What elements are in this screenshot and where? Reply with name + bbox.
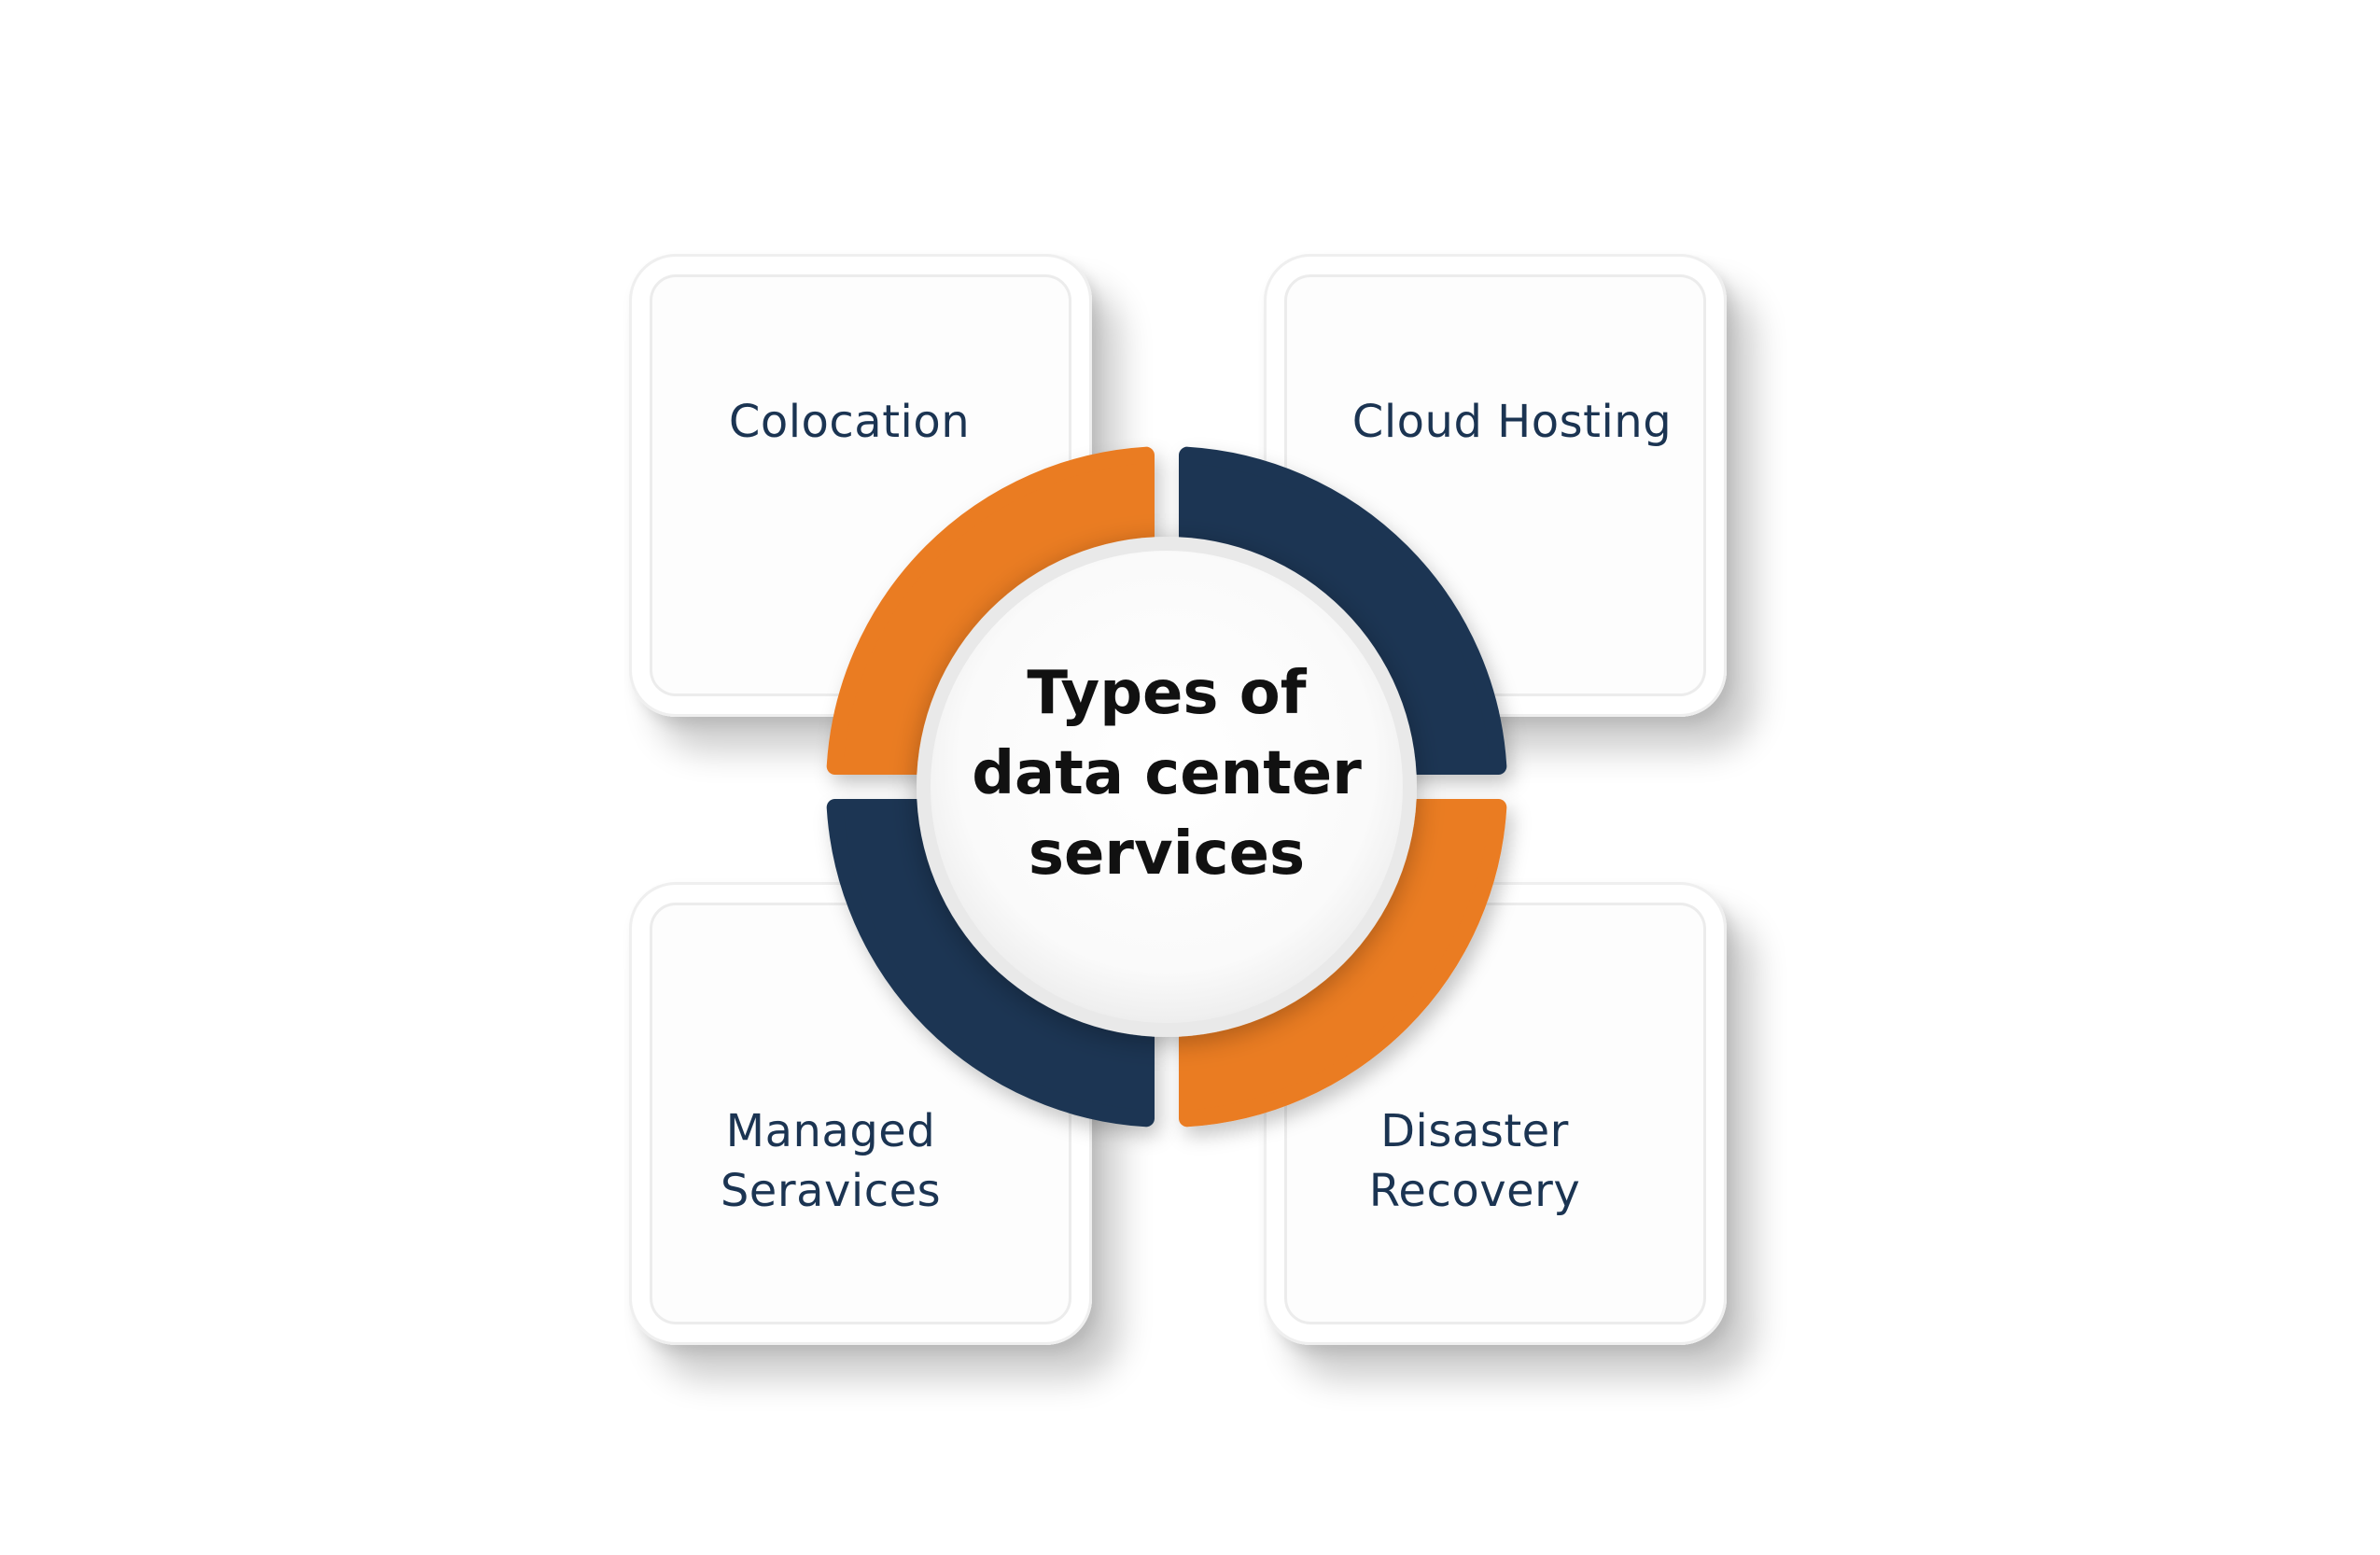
card-label-line: Managed <box>725 1105 936 1157</box>
card-label-colocation: Colocation <box>709 392 989 452</box>
center-title: Types of data center services <box>943 653 1391 894</box>
card-label-line: Cloud Hosting <box>1351 396 1673 448</box>
title-line-1: Types of <box>1027 659 1307 728</box>
title-line-2: data center <box>972 739 1362 808</box>
card-label-cloud-hosting: Cloud Hosting <box>1335 392 1689 452</box>
title-line-3: services <box>1028 820 1306 889</box>
card-label-line: Seravices <box>720 1165 942 1217</box>
card-label-managed-services: Managed Seravices <box>691 1101 971 1221</box>
center-circle <box>931 551 1403 1023</box>
card-label-line: Disaster <box>1380 1105 1569 1157</box>
card-label-disaster-recovery: Disaster Recovery <box>1335 1101 1615 1221</box>
card-label-line: Recovery <box>1368 1165 1581 1217</box>
card-label-line: Colocation <box>728 396 971 448</box>
